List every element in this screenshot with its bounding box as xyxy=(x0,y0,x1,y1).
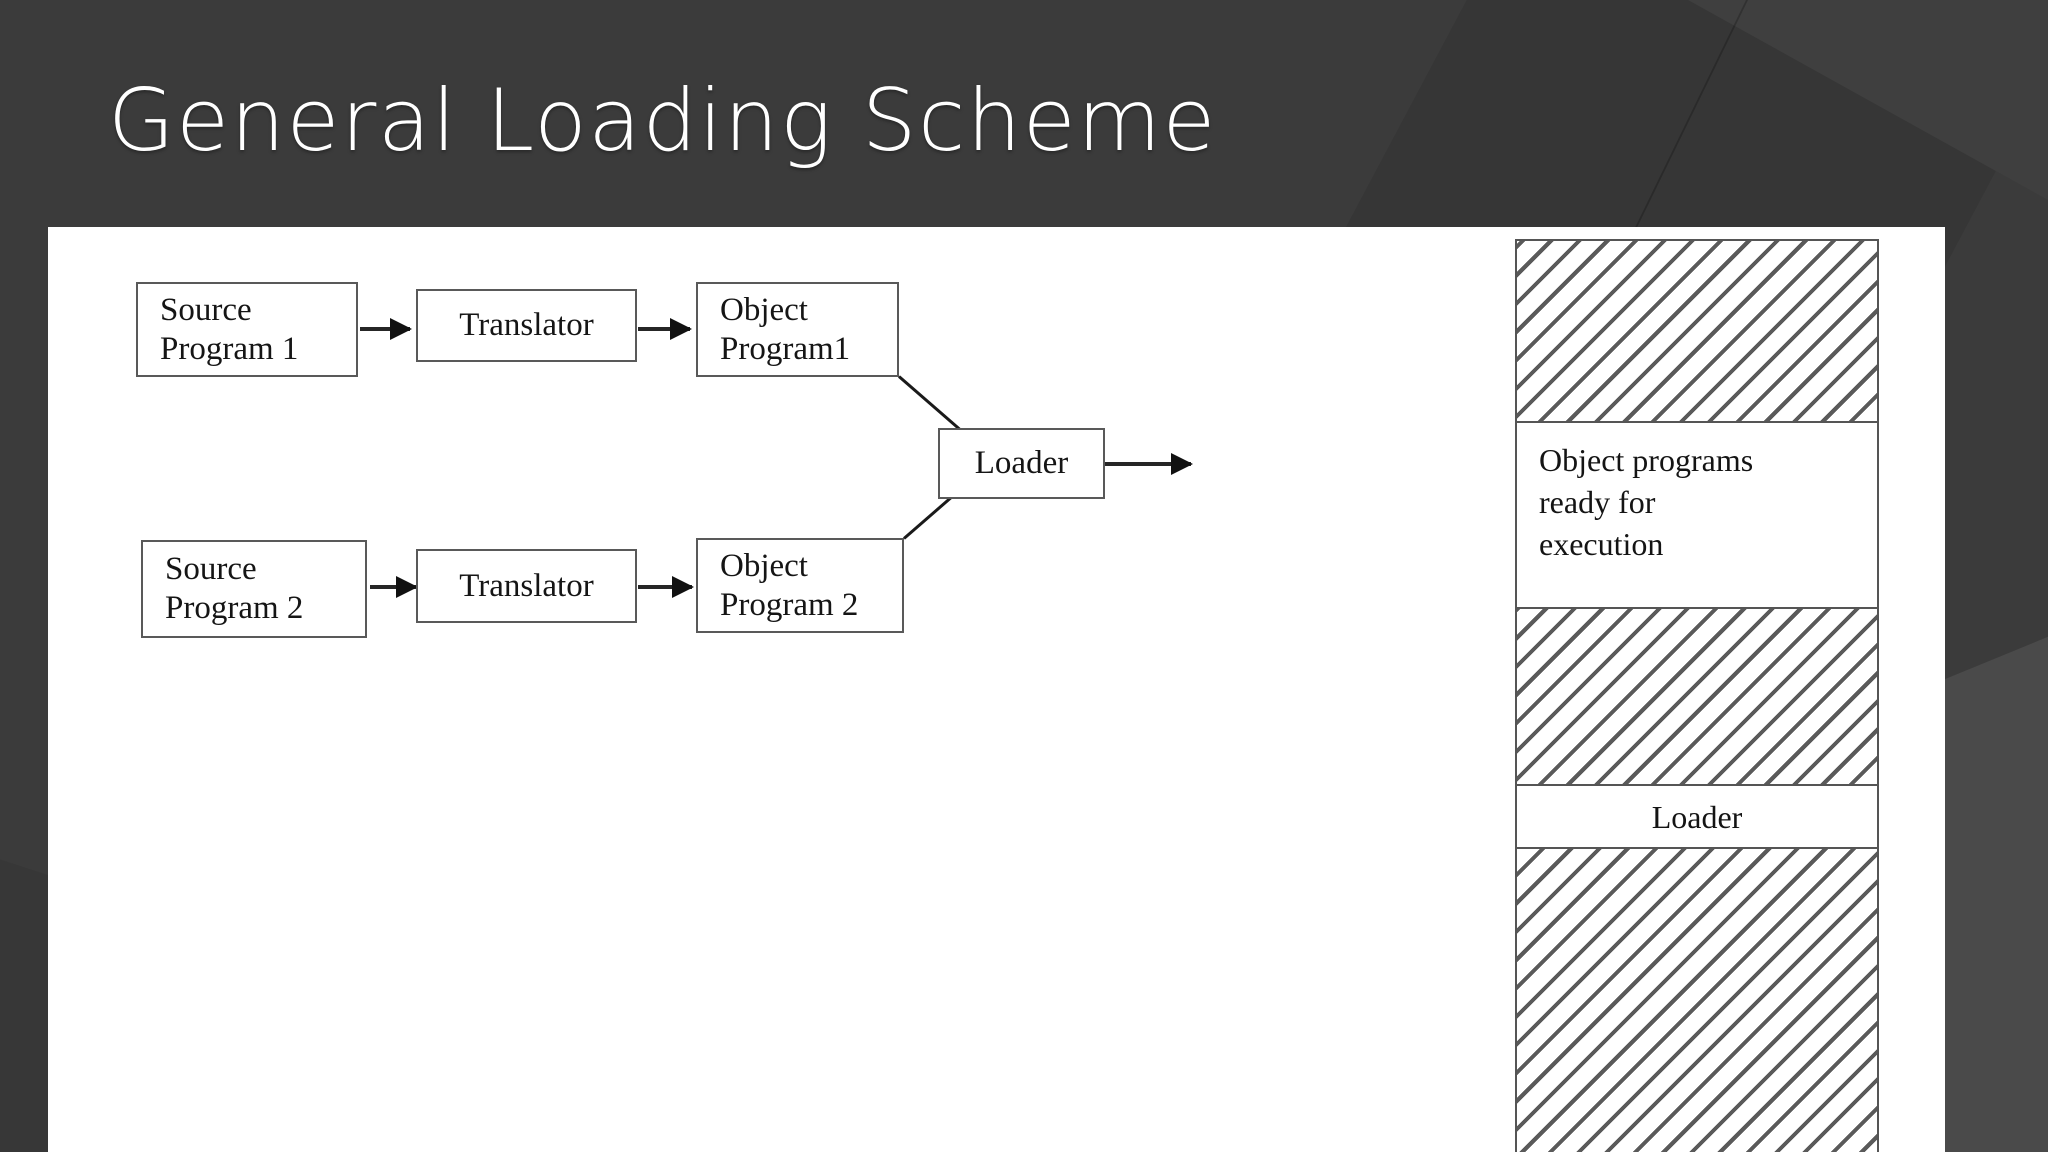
memory-row-loader-label: Loader xyxy=(1651,798,1743,835)
memory-panel: Object programs ready for execution Load… xyxy=(1515,239,1879,1152)
memory-row-object-programs: Object programs ready for execution xyxy=(1517,423,1877,609)
arrow-loader-to-memory xyxy=(1105,453,1193,475)
box-translator-1-label: Translator xyxy=(459,307,594,344)
box-translator-2[interactable]: Translator xyxy=(416,549,637,623)
box-source-program-1-label: Source Program 1 xyxy=(160,291,299,367)
memory-row-free-middle xyxy=(1517,609,1877,786)
memory-row-loader: Loader xyxy=(1517,786,1877,849)
memory-row-free-bottom xyxy=(1517,849,1877,1152)
arrow-translator2-to-object2 xyxy=(638,576,694,598)
arrow-translator1-to-object1 xyxy=(638,318,692,340)
box-object-program-2[interactable]: Object Program 2 xyxy=(696,538,904,633)
page-title: General Loading Scheme xyxy=(108,71,1217,171)
box-object-program-1-label: Object Program1 xyxy=(720,291,851,367)
diagram-canvas: Source Program 1 Translator Object Progr… xyxy=(48,227,1945,1152)
box-loader[interactable]: Loader xyxy=(938,428,1105,499)
box-object-program-2-label: Object Program 2 xyxy=(720,547,859,623)
box-loader-label: Loader xyxy=(974,445,1069,482)
box-translator-1[interactable]: Translator xyxy=(416,289,637,362)
box-translator-2-label: Translator xyxy=(459,567,594,604)
arrow-source1-to-translator1 xyxy=(360,318,412,340)
box-source-program-2-label: Source Program 2 xyxy=(165,551,304,626)
box-object-program-1[interactable]: Object Program1 xyxy=(696,282,899,377)
memory-row-free-top xyxy=(1517,241,1877,423)
box-source-program-1[interactable]: Source Program 1 xyxy=(136,282,358,377)
arrow-source2-to-translator2 xyxy=(370,576,418,598)
box-source-program-2[interactable]: Source Program 2 xyxy=(141,540,367,638)
memory-row-object-programs-label: Object programs ready for execution xyxy=(1539,442,1754,563)
